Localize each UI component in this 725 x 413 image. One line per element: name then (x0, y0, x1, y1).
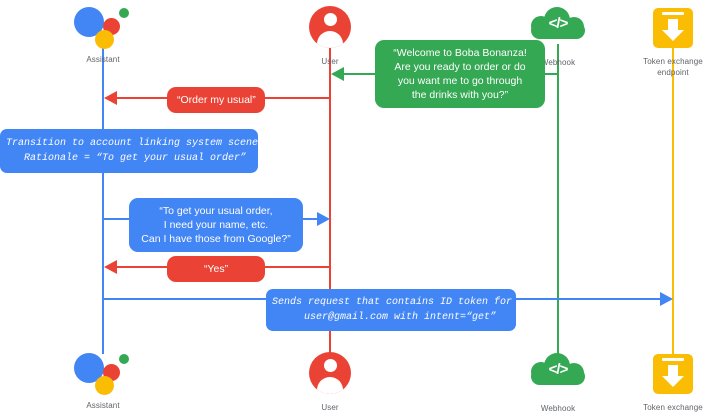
message-bubble-yes: “Yes” (167, 256, 265, 282)
actor-label-token-endpoint-line2: endpoint (657, 68, 689, 77)
actor-label-token-endpoint-line1: Token exchange (643, 403, 703, 412)
bubble-line: “To get your usual order, (159, 205, 273, 217)
bubble-line: you want me to go through (397, 75, 523, 87)
actor-assistant-bottom: Assistant (48, 350, 158, 411)
cloud-code-icon: </> (503, 7, 613, 53)
message-bubble-welcome: “Welcome to Boba Bonanza! Are you ready … (375, 40, 545, 108)
bubble-line: “Order my usual” (177, 94, 256, 106)
actor-label-token-endpoint-line1: Token exchange (643, 57, 703, 66)
google-assistant-logo-icon (48, 350, 158, 396)
bubble-line: the drinks with you?” (411, 89, 509, 101)
actor-assistant-top: Assistant (48, 4, 158, 65)
message-bubble-ask-for-name: “To get your usual order, I need your na… (129, 198, 303, 252)
arrowhead-order-my-usual (104, 91, 117, 105)
arrowhead-send-id-token (660, 292, 673, 306)
lifeline-assistant (102, 44, 104, 354)
arrowhead-welcome (331, 67, 344, 81)
actor-webhook-top: </> Webhook (503, 4, 613, 68)
lifeline-token-endpoint (672, 44, 674, 354)
note-send-id-token: Sends request that contains ID token for… (266, 289, 516, 331)
user-avatar-icon (275, 6, 385, 52)
actor-user-bottom: User (275, 350, 385, 413)
cloud-code-icon: </> (503, 353, 613, 399)
bubble-line: Can I have those from Google?” (141, 233, 291, 245)
arrowhead-yes (104, 260, 117, 274)
note-line: user@gmail.com with intent=“get” (285, 312, 497, 323)
note-line: Transition to account linking system sce… (6, 138, 265, 149)
actor-label-user: User (321, 403, 339, 412)
actor-label-assistant: Assistant (86, 401, 120, 410)
user-avatar-icon (275, 352, 385, 398)
actor-token-endpoint-top: Token exchange endpoint (618, 4, 725, 78)
note-transition-account-linking: Transition to account linking system sce… (0, 129, 265, 173)
bubble-line: Are you ready to order or do (394, 61, 526, 73)
bubble-line: “Yes” (203, 263, 229, 275)
actor-label-user: User (321, 57, 339, 66)
note-line: Rationale = “To get your usual order” (11, 153, 247, 164)
actor-token-endpoint-bottom: Token exchange endpoint (618, 350, 725, 413)
message-bubble-order-my-usual: “Order my usual” (167, 87, 265, 113)
actor-label-assistant: Assistant (86, 55, 120, 64)
lifeline-webhook (557, 44, 559, 354)
actor-webhook-bottom: </> Webhook (503, 350, 613, 413)
bubble-line: I need your name, etc. (163, 219, 269, 231)
actor-label-webhook: Webhook (540, 58, 576, 67)
actor-label-webhook: Webhook (540, 404, 576, 413)
google-assistant-logo-icon (48, 4, 158, 50)
download-box-icon (618, 6, 725, 52)
lifeline-user (329, 44, 331, 354)
note-line: Sends request that contains ID token for (272, 297, 513, 308)
actor-user-top: User (275, 4, 385, 67)
download-box-icon (618, 352, 725, 398)
bubble-line: “Welcome to Boba Bonanza! (393, 47, 527, 59)
arrowhead-ask-for-name (317, 212, 330, 226)
